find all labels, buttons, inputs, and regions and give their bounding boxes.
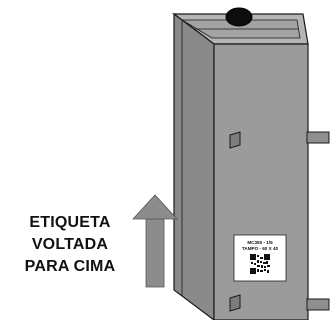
- handle-right-lower: [306, 298, 330, 311]
- box-left-face: [173, 12, 215, 320]
- box-top: [172, 13, 309, 45]
- instruction-line-1: ETIQUETA: [29, 214, 111, 231]
- cap-knob: [225, 7, 253, 27]
- instruction-line-2: VOLTADA: [31, 236, 109, 253]
- label-line-1: MC350 - 1/5: [247, 240, 273, 245]
- product-label: MC350 - 1/5 TAMPO - 60 X 40: [233, 234, 287, 282]
- handle-right-upper: [306, 131, 330, 144]
- orientation-instruction: ETIQUETA VOLTADA PARA CIMA: [0, 212, 140, 278]
- label-line-2: TAMPO - 60 X 40: [242, 246, 279, 251]
- instruction-line-3: PARA CIMA: [24, 258, 116, 275]
- qr-code-icon: [250, 254, 270, 274]
- arrow-up-icon: [132, 194, 178, 288]
- clip-lower: [229, 294, 241, 312]
- clip-upper: [229, 131, 241, 149]
